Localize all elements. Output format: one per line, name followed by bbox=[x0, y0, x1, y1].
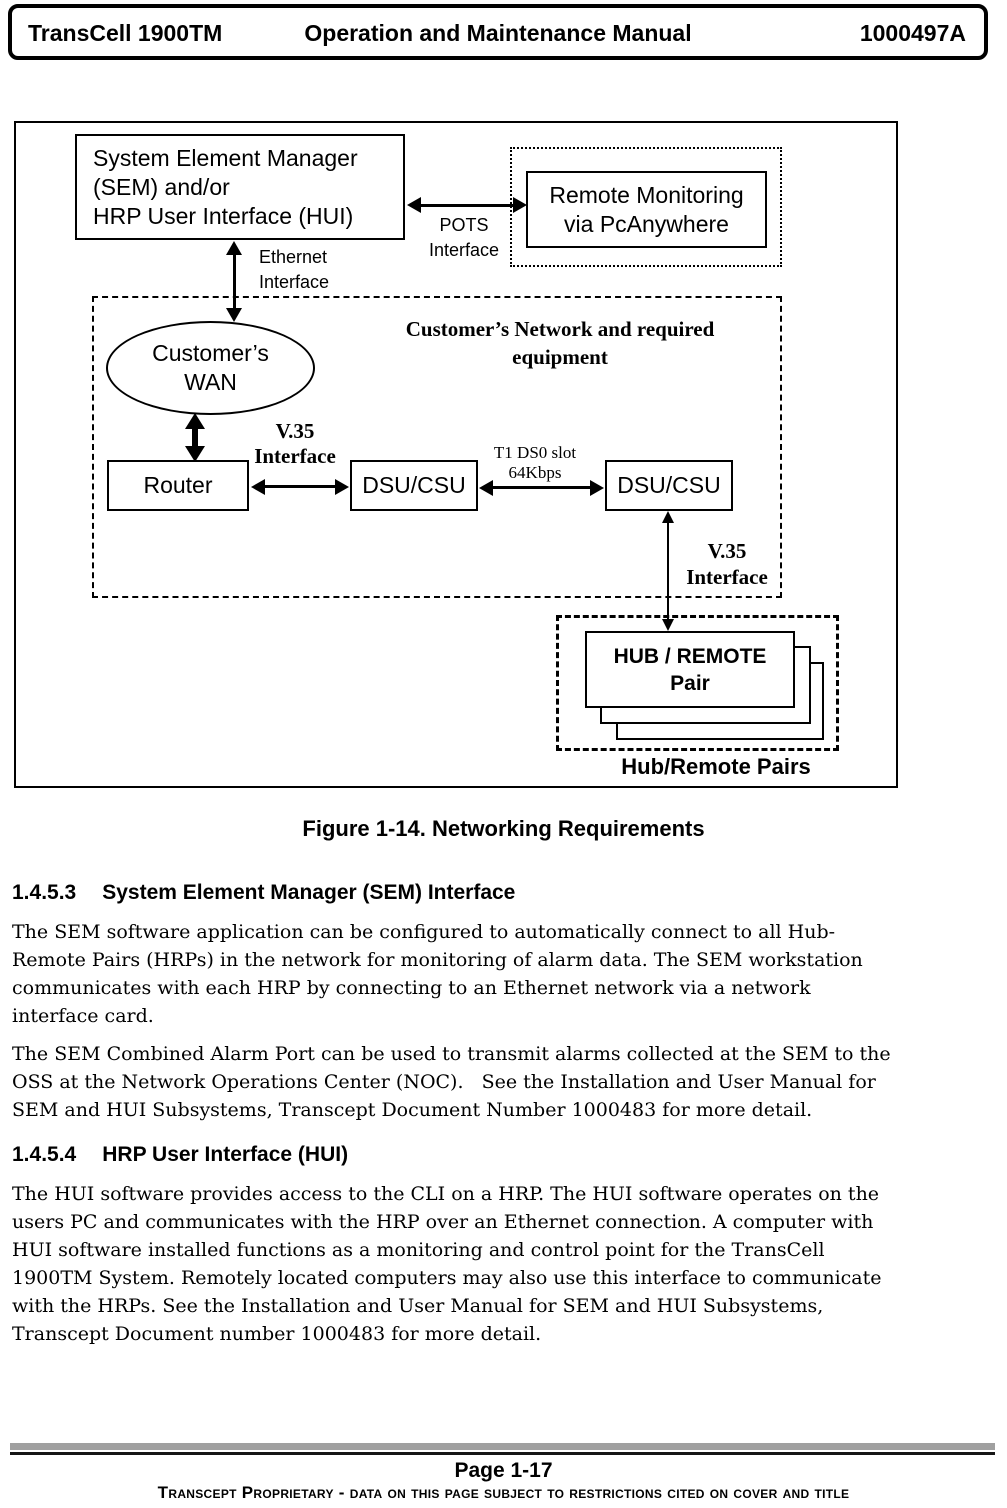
header-doc-number: 1000497A bbox=[859, 20, 966, 46]
router-node: Router bbox=[107, 460, 249, 511]
hub-remote-pairs-label: Hub/Remote Pairs bbox=[621, 754, 811, 779]
remote-monitoring-node: Remote Monitoring via PcAnywhere bbox=[526, 171, 767, 248]
wan-router-arrow bbox=[184, 413, 206, 462]
router-dsu-arrow bbox=[251, 478, 349, 495]
header-doc-title: Operation and Maintenance Manual bbox=[304, 20, 692, 46]
dsu-hub-arrow bbox=[660, 511, 676, 631]
section-title: HRP User Interface (HUI) bbox=[102, 1143, 349, 1166]
dsu-csu-2-node: DSU/CSU bbox=[605, 460, 733, 511]
ethernet-arrow bbox=[226, 241, 242, 322]
paragraph: The HUI software provides access to the … bbox=[12, 1183, 882, 1345]
page-header: TransCell 1900TM Operation and Maintenan… bbox=[8, 4, 988, 60]
footer-page-number: Page 1-17 bbox=[454, 1459, 553, 1482]
sem-node: System Element Manager (SEM) and/or HRP … bbox=[75, 134, 405, 240]
dsu-csu-1-node: DSU/CSU bbox=[350, 460, 478, 511]
paragraph: The SEM Combined Alarm Port can be used … bbox=[12, 1043, 891, 1121]
pots-interface-label: POTS Interface bbox=[428, 215, 500, 260]
header-product-name: TransCell 1900TM bbox=[28, 20, 223, 46]
section-number: 1.4.5.4 bbox=[12, 1143, 77, 1166]
pots-arrow bbox=[407, 197, 527, 213]
t1-ds0-label: T1 DS0 slot 64Kbps bbox=[493, 443, 577, 482]
hub-remote-pair-node: HUB / REMOTE Pair bbox=[585, 631, 795, 708]
dsu-dsu-arrow bbox=[479, 479, 604, 496]
figure-border bbox=[14, 121, 898, 788]
section-number: 1.4.5.3 bbox=[12, 881, 77, 904]
customer-network-dashed-box bbox=[92, 296, 782, 598]
section-title: System Element Manager (SEM) Interface bbox=[102, 881, 516, 904]
v35-interface-label-hub: V.35 Interface bbox=[686, 539, 768, 589]
customer-wan-node: Customer’s WAN bbox=[106, 321, 315, 415]
footer-proprietary-notice: Transcept Proprietary - data on this pag… bbox=[157, 1483, 850, 1502]
footer-rule bbox=[10, 1443, 995, 1455]
section-heading-1453: 1.4.5.3 System Element Manager (SEM) Inte… bbox=[12, 881, 515, 905]
figure-caption: Figure 1-14. Networking Requirements bbox=[302, 816, 705, 841]
ethernet-interface-label: Ethernet Interface bbox=[259, 247, 330, 292]
customer-network-label: Customer’s Network and required equipmen… bbox=[405, 317, 715, 369]
paragraph: The SEM software application can be conf… bbox=[12, 921, 863, 1027]
hub-remote-dashed-box bbox=[556, 615, 839, 751]
section-heading-1454: 1.4.5.4 HRP User Interface (HUI) bbox=[12, 1143, 348, 1167]
v35-interface-label-router: V.35 Interface bbox=[254, 419, 336, 468]
